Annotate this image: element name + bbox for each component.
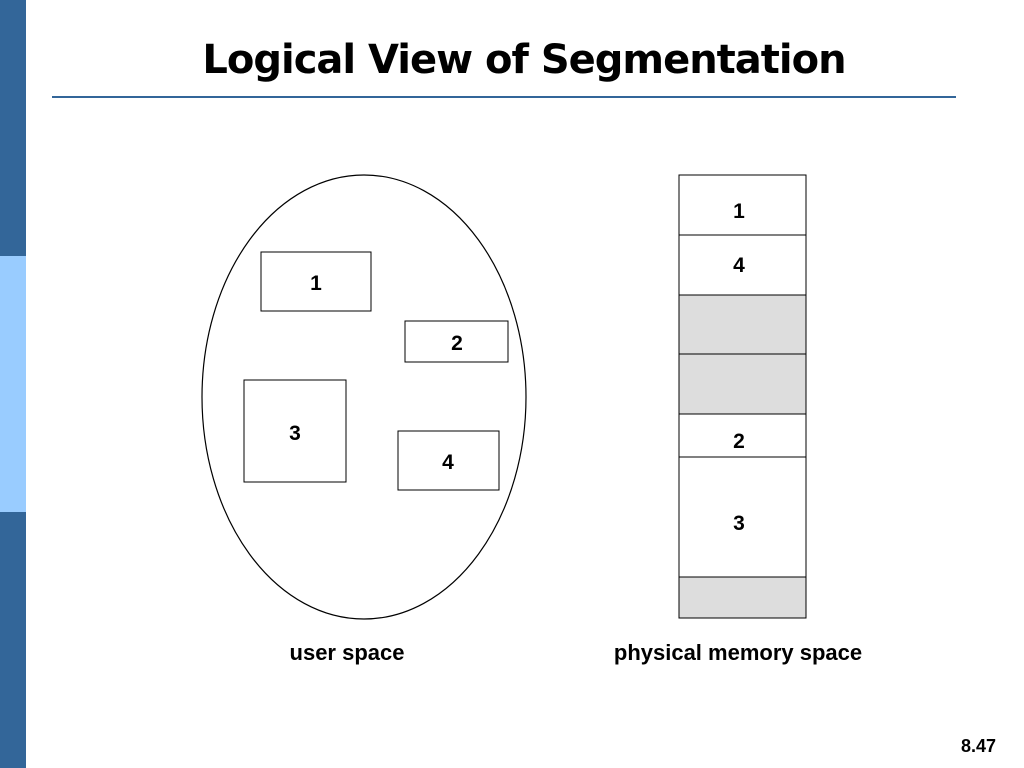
user-segment-2-box xyxy=(404,320,509,363)
memory-block-2 xyxy=(678,413,807,458)
side-bar-middle xyxy=(0,256,26,512)
user-segment-1: 1 xyxy=(260,251,372,312)
memory-block-1-label: 1 xyxy=(733,200,745,223)
user-segment-4: 4 xyxy=(397,430,500,491)
user-segment-2-label: 2 xyxy=(451,332,463,355)
memory-free-block xyxy=(678,294,807,355)
user-segment-2: 2 xyxy=(404,320,509,363)
user-segment-1-label: 1 xyxy=(310,272,322,295)
user-segment-3: 3 xyxy=(243,379,347,483)
user-segment-4-label: 4 xyxy=(442,451,454,474)
side-bar-top xyxy=(0,0,26,256)
user-segment-3-box xyxy=(243,379,347,483)
memory-block-4-label: 4 xyxy=(733,254,745,277)
slide-title: Logical View of Segmentation xyxy=(202,37,846,83)
memory-block-2-label: 2 xyxy=(733,430,745,453)
user-space-caption: user space xyxy=(289,640,405,665)
physical-memory-caption: physical memory space xyxy=(613,640,863,665)
user-segment-4-box xyxy=(397,430,500,491)
user-segment-1-box xyxy=(260,251,372,312)
side-bar-bottom xyxy=(0,512,26,768)
physical-memory-column: 1 4 2 3 xyxy=(678,174,807,619)
user-segment-3-label: 3 xyxy=(289,422,301,445)
memory-free-block xyxy=(678,353,807,415)
page-number: 8.47 xyxy=(960,736,996,756)
title-divider xyxy=(52,96,956,98)
memory-block-3 xyxy=(678,456,807,578)
memory-free-block xyxy=(678,576,807,619)
memory-block-3-label: 3 xyxy=(733,512,745,535)
